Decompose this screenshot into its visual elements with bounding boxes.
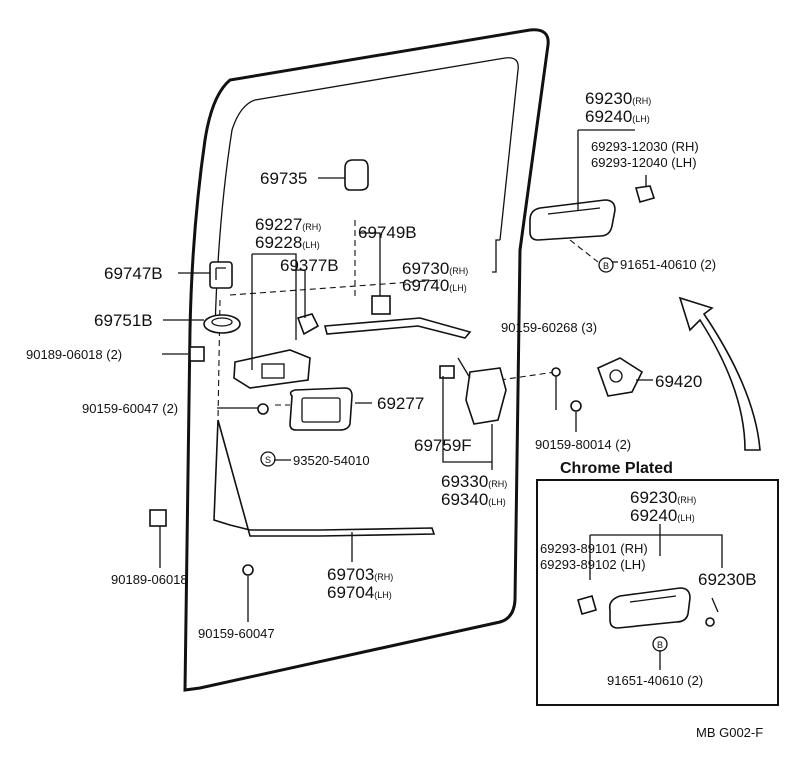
- label-90159-60268: 90159-60268 (3): [501, 320, 597, 335]
- clip-90189-shape: [189, 346, 205, 362]
- clip-69377b-shape: [296, 313, 320, 336]
- bezel-69747b-shape: [209, 261, 233, 289]
- label-69240-lh: 69240(LH): [585, 107, 650, 126]
- label-69293-12040: 69293-12040 (LH): [591, 155, 697, 170]
- rod-69730-shape: [323, 317, 472, 339]
- label-69703-rh: 69703(RH): [327, 565, 393, 584]
- label-69227-rh: 69227(RH): [255, 215, 321, 234]
- door-panel: [183, 28, 550, 692]
- striker-69420-shape: [596, 357, 644, 397]
- clip-69293-shape: [634, 185, 656, 203]
- clip-69749b-shape: [371, 295, 391, 315]
- label-90159-80014: 90159-80014 (2): [535, 437, 631, 452]
- label-69420: 69420: [655, 372, 702, 391]
- label-69228-lh: 69228(LH): [255, 233, 320, 252]
- label-69749b: 69749B: [358, 223, 417, 242]
- clip-69759f-shape: [439, 365, 455, 379]
- label-69330-rh: 69330(RH): [441, 472, 507, 491]
- label-69340-lh: 69340(LH): [441, 490, 506, 509]
- label-69740-lh: 69740(LH): [402, 276, 467, 295]
- label-chrome-69240-lh: 69240(LH): [630, 506, 695, 525]
- label-69735: 69735: [260, 169, 307, 188]
- chrome-plated-title: Chrome Plated: [560, 460, 673, 477]
- door-lock-69330-shape: [457, 357, 507, 425]
- label-69230-rh: 69230(RH): [585, 89, 651, 108]
- label-69293-89102: 69293-89102 (LH): [540, 557, 646, 572]
- marker-s-letter: S: [265, 455, 271, 465]
- marker-b-inset: B: [652, 636, 668, 652]
- marker-s: S: [260, 451, 276, 467]
- label-69377b: 69377B: [280, 256, 339, 275]
- label-69293-12030: 69293-12030 (RH): [591, 139, 699, 154]
- label-90159-60047-2: 90159-60047 (2): [82, 401, 178, 416]
- marker-b-top-letter: B: [603, 261, 609, 271]
- rod-69703-shape: [213, 419, 436, 537]
- label-91651-top: 91651-40610 (2): [620, 257, 716, 272]
- screw-90159-60268-shape: [551, 367, 561, 377]
- clip-90189-06018-shape: [149, 509, 167, 527]
- labels: 69230(RH) 69240(LH) 69293-12030 (RH) 692…: [26, 89, 763, 740]
- screw-90159-60047-shape: [242, 564, 254, 576]
- label-90159-60047: 90159-60047: [198, 626, 275, 641]
- label-chrome-91651: 91651-40610 (2): [607, 673, 703, 688]
- grommet-69751b-shape: [203, 314, 241, 334]
- screw-90159-60047-2-shape: [257, 403, 269, 415]
- screw-90159-80014-shape: [570, 400, 582, 412]
- label-90189-06018-2: 90189-06018 (2): [26, 347, 122, 362]
- inside-handle-69277-shape: [289, 387, 353, 431]
- marker-b-top: B: [598, 257, 614, 273]
- label-90189-06018: 90189-06018: [111, 572, 188, 587]
- label-chrome-69230-rh: 69230(RH): [630, 488, 696, 507]
- label-69704-lh: 69704(LH): [327, 583, 392, 602]
- cap-69735-shape: [344, 159, 369, 191]
- leader-lines: [159, 129, 723, 670]
- label-69751b: 69751B: [94, 311, 153, 330]
- label-69277: 69277: [377, 394, 424, 413]
- label-69293-89101: 69293-89101 (RH): [540, 541, 648, 556]
- bracket-69227-shape: [233, 349, 311, 389]
- label-69759f: 69759F: [414, 436, 472, 455]
- marker-b-inset-letter: B: [657, 640, 663, 650]
- chrome-plated-inset: [536, 479, 779, 706]
- outside-handle-69230-shape: [529, 199, 616, 241]
- label-69230b: 69230B: [698, 570, 757, 589]
- reference-code: MB G002-F: [696, 725, 763, 740]
- label-93520-54010: 93520-54010: [293, 453, 370, 468]
- label-69747b: 69747B: [104, 264, 163, 283]
- direction-arrow-icon: [678, 296, 761, 451]
- label-69730-rh: 69730(RH): [402, 259, 468, 278]
